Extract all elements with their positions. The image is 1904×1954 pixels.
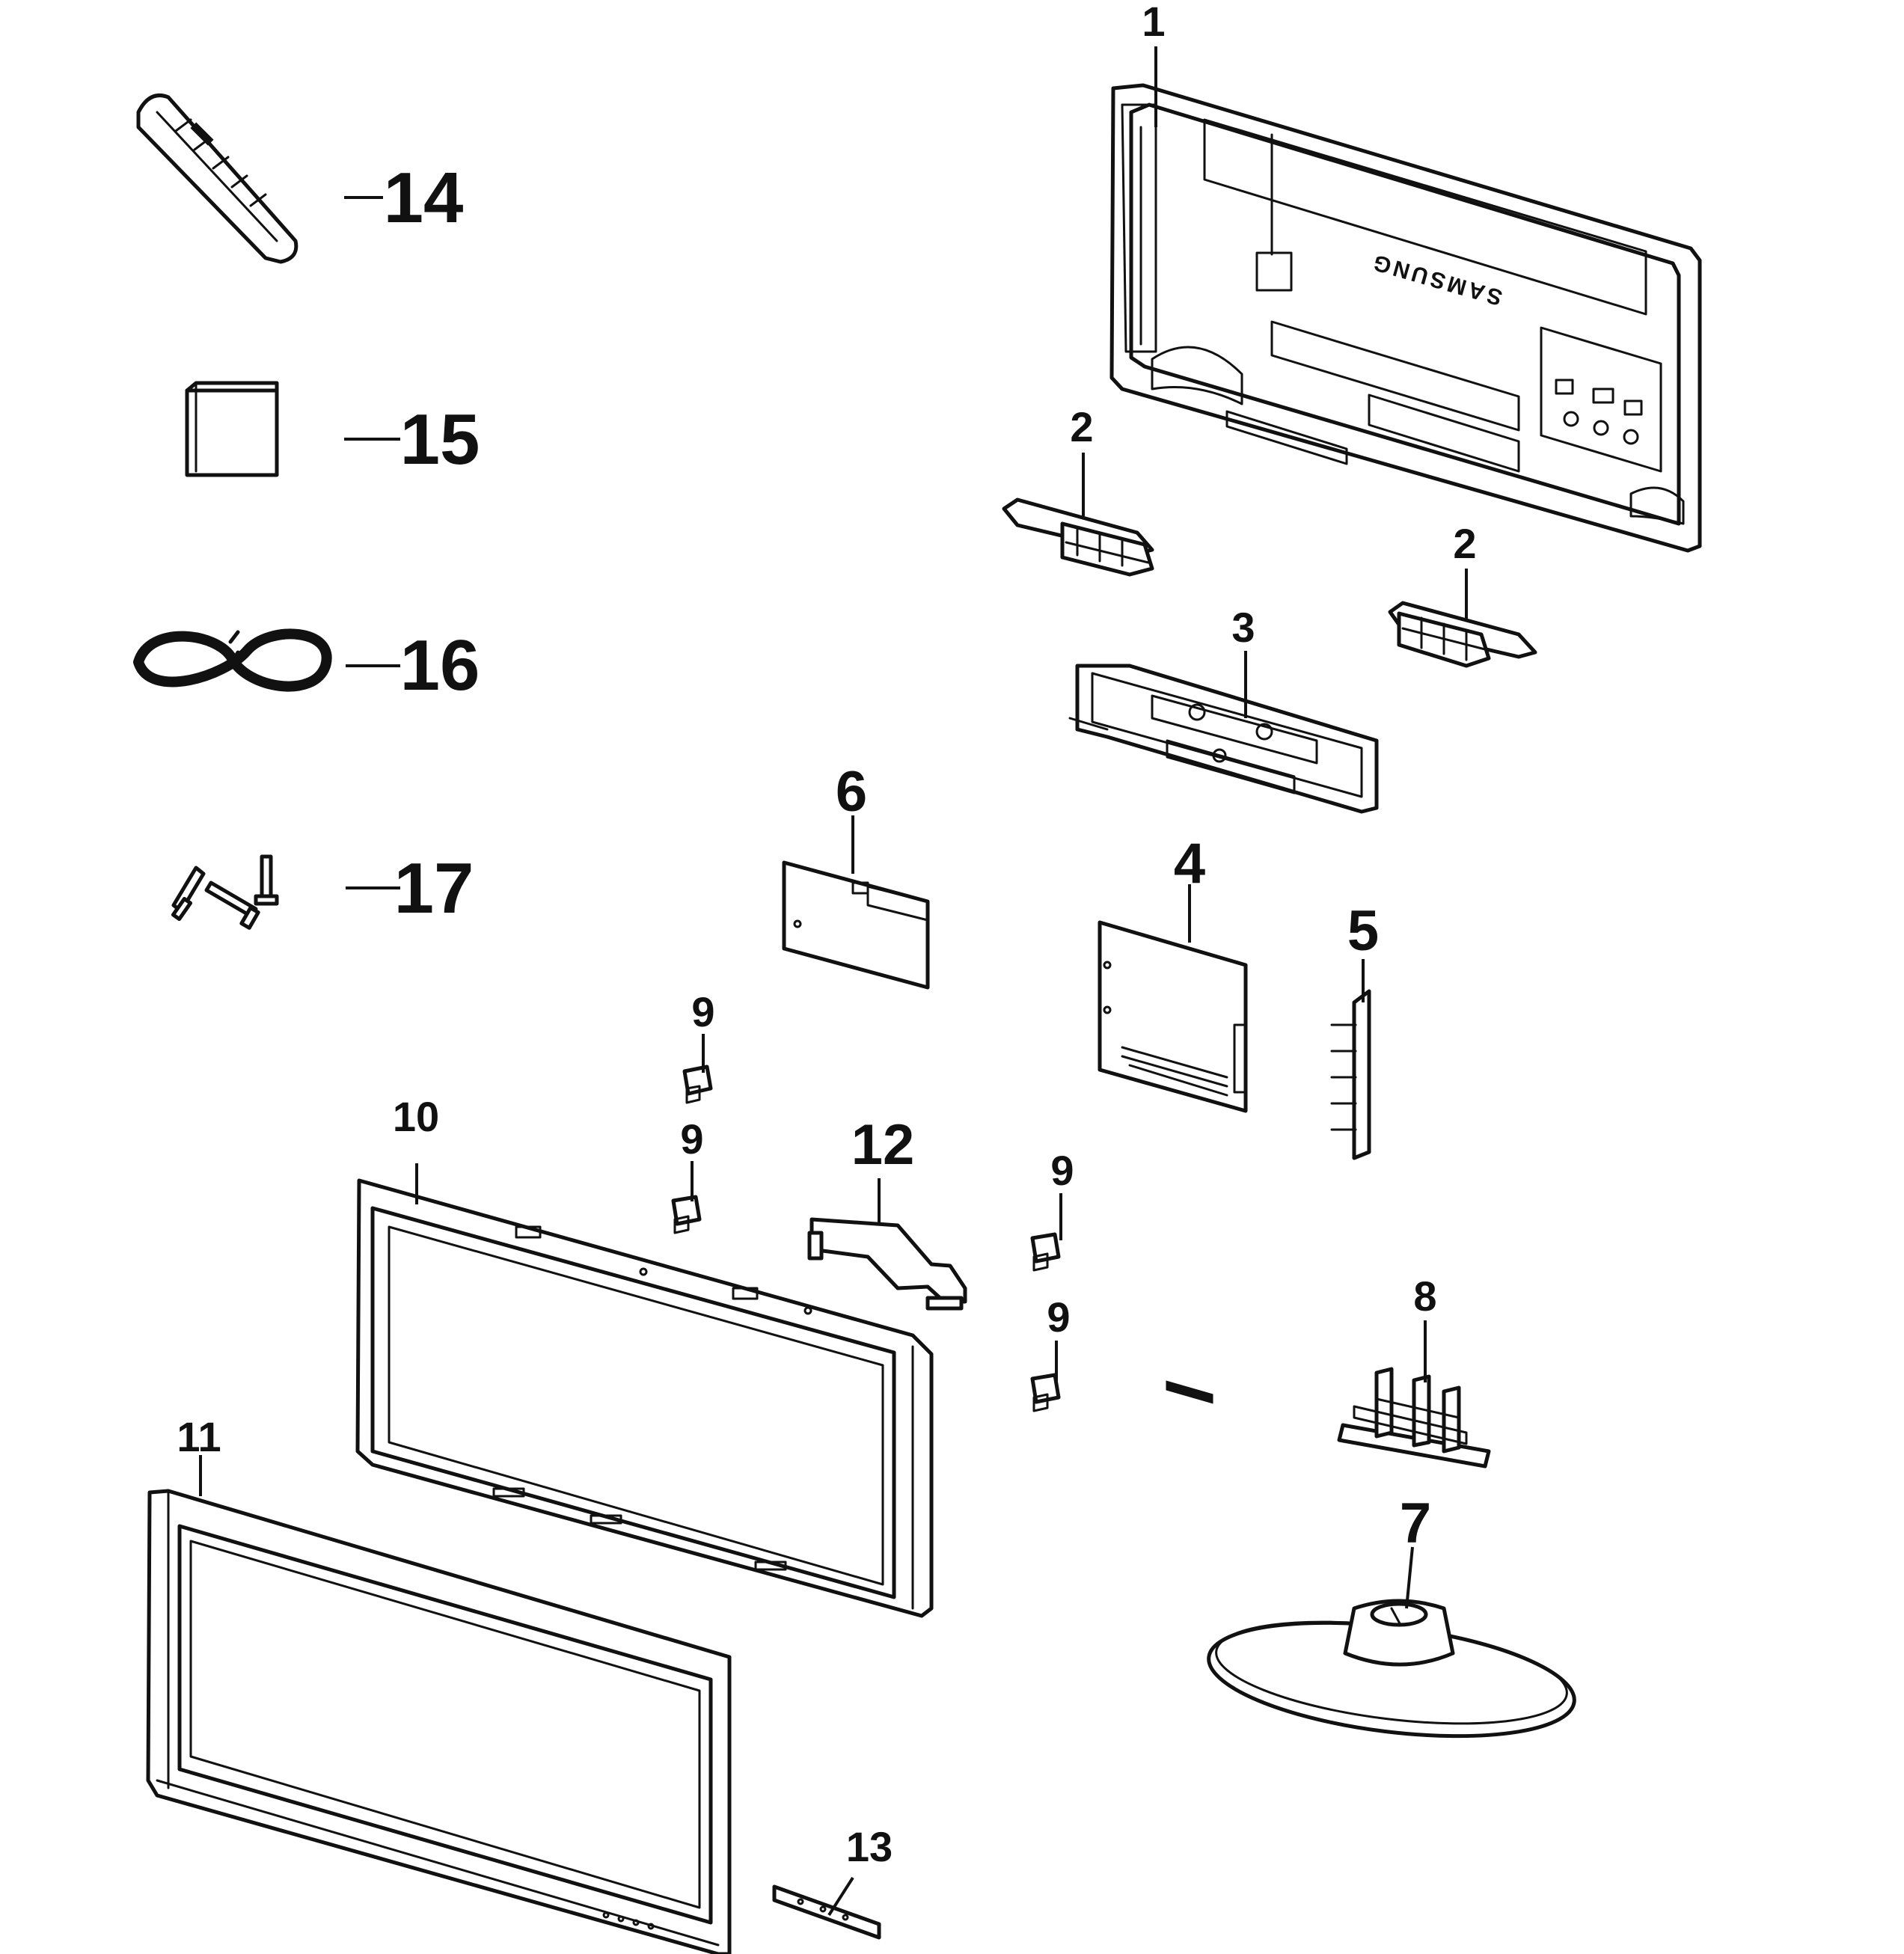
callout-17: 17: [394, 848, 474, 928]
screws: [171, 854, 279, 930]
rear-cover: SAMSUNG: [1109, 83, 1702, 553]
callout-labels: 1 2 2 3 4 5 6 7 8 9 9 9 9 10 11 12 13 14…: [177, 0, 1476, 1870]
stand-base: [1207, 1599, 1576, 1739]
side-function-bar: [1330, 989, 1371, 1160]
callout-14: 14: [384, 158, 464, 238]
lvds-cable: [807, 1217, 967, 1311]
callout-3: 3: [1231, 604, 1255, 651]
power-board: [782, 860, 930, 990]
callout-5: 5: [1347, 899, 1379, 963]
callout-9-b: 9: [680, 1115, 703, 1163]
remote-control: [136, 94, 299, 264]
stand-neck: [1337, 1367, 1491, 1468]
clip-a: [682, 1065, 713, 1104]
callout-1: 1: [1142, 0, 1165, 45]
callout-10: 10: [393, 1093, 439, 1140]
clip-d: [1030, 1373, 1061, 1412]
callout-9-d: 9: [1047, 1293, 1070, 1341]
callout-16: 16: [400, 625, 480, 705]
callout-2-left: 2: [1070, 403, 1093, 450]
lcd-panel: [355, 1178, 934, 1618]
callout-9-c: 9: [1050, 1147, 1074, 1194]
callout-8: 8: [1413, 1272, 1436, 1320]
power-cord: [133, 628, 332, 692]
manual: [185, 381, 279, 477]
callout-2-right: 2: [1453, 520, 1476, 567]
bracket-frame: [1068, 664, 1379, 814]
callout-4: 4: [1174, 832, 1205, 895]
callout-13: 13: [846, 1823, 893, 1870]
leader-lines: [199, 46, 1468, 1917]
callout-7: 7: [1400, 1492, 1431, 1555]
speaker-left: [1002, 497, 1154, 577]
speaker-right: [1388, 601, 1537, 668]
clip-b: [671, 1195, 702, 1234]
clip-c: [1030, 1232, 1061, 1272]
callout-6: 6: [836, 760, 867, 824]
main-board: [1098, 920, 1248, 1404]
callout-15: 15: [400, 399, 480, 480]
ir-sensor-board: [772, 1884, 881, 1940]
callout-9-a: 9: [691, 988, 714, 1035]
front-bezel: [146, 1489, 732, 1954]
callout-11: 11: [177, 1413, 221, 1460]
callout-12: 12: [851, 1113, 915, 1177]
